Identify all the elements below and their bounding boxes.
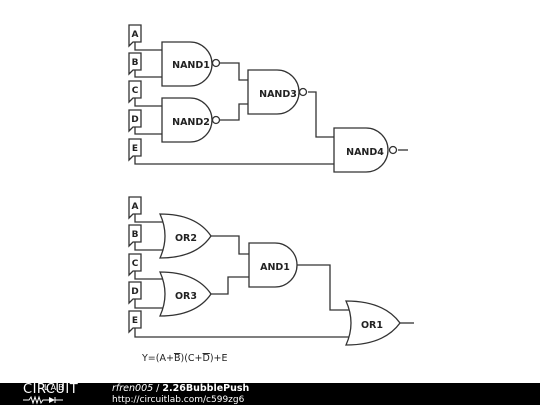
gate-label: OR3 [175,291,197,302]
expr-d-overlined: D [203,353,210,364]
input-label: C [132,259,139,269]
input-label: A [132,30,139,40]
or2-gate[interactable]: OR2 [158,213,212,259]
wire-nand3-out [308,91,334,138]
gate-label: NAND4 [346,147,384,158]
input-tag-a-bottom[interactable]: A [128,196,142,220]
footer-bar: CIRCUIT LAB rfren005 / 2.26BubblePush ht… [0,383,540,405]
input-label: B [132,230,139,240]
input-label: D [131,287,138,297]
wire-b-bottom [134,242,165,251]
and1-gate[interactable]: AND1 [248,242,298,288]
wire-e-top [134,156,334,165]
wire-b-top [134,70,162,78]
expr-plus-1: + [166,353,174,364]
input-tag-c-bottom[interactable]: C [128,253,142,277]
or-and-circuit: A B C D E OR2 OR3 AND1 [128,196,414,346]
credit-separator: / [153,383,163,394]
circuit-title[interactable]: 2.26BubblePush [162,383,250,394]
wire-c-bottom [134,271,165,280]
input-tag-c-top[interactable]: C [128,80,142,104]
author-link[interactable]: rfren005 [112,383,154,394]
input-tag-d-top[interactable]: D [128,109,142,133]
expr-prefix: Y=( [141,353,159,364]
gate-label: NAND2 [172,117,210,128]
input-tag-e-top[interactable]: E [128,138,142,162]
nand3-gate[interactable]: NAND3 [247,69,308,115]
boolean-expression: Y=(A+B)(C+D)+E [141,353,228,364]
expr-plus-2: + [195,353,203,364]
circuitlab-logo-text: CIRCUIT [23,382,79,397]
svg-text:Y=(A+B)(C+D)+E: Y=(A+B)(C+D)+E [141,353,228,364]
circuitlab-logo-icon [23,395,63,405]
wire-or3-out [211,276,249,295]
expr-suffix: )+E [210,353,228,364]
schematic-canvas: A B C D E NAND1 NAND2 [128,24,414,364]
input-tag-b-bottom[interactable]: B [128,224,142,248]
wire-a-top [134,42,162,51]
expr-b-overlined: B [174,353,181,364]
nand4-gate[interactable]: NAND4 [333,127,398,173]
wire-nand1-out [220,62,248,81]
expr-a: A [159,353,166,364]
input-label: A [132,202,139,212]
circuit-url-link[interactable]: http://circuitlab.com/c599zg6 [112,395,245,405]
nand1-gate[interactable]: NAND1 [161,41,221,87]
input-tag-d-bottom[interactable]: D [128,281,142,305]
nand-circuit: A B C D E NAND1 NAND2 [128,24,408,173]
expr-mid: )( [180,353,187,364]
gate-label: OR1 [361,320,383,331]
input-label: C [132,86,139,96]
or3-gate[interactable]: OR3 [158,271,212,317]
gate-label: NAND3 [259,89,297,100]
wire-d-top [134,127,162,135]
gate-label: NAND1 [172,60,210,71]
input-label: E [132,144,138,154]
input-tag-e-bottom[interactable]: E [128,310,142,334]
wire-a-bottom [134,214,165,223]
input-label: D [131,115,138,125]
logo-lab-text: LAB [44,383,66,392]
wire-nand2-out [220,103,248,121]
wire-c-top [134,98,162,107]
input-label: E [132,316,138,326]
wire-or2-out [211,235,249,255]
gate-label: AND1 [260,262,290,273]
wire-and1-out [297,264,352,311]
input-label: B [132,58,139,68]
nand2-gate[interactable]: NAND2 [161,97,221,143]
gate-label: OR2 [175,233,197,244]
credit-line: rfren005 / 2.26BubblePush [112,384,249,394]
input-tag-a-top[interactable]: A [128,24,142,48]
wire-d-bottom [134,299,165,309]
input-tag-b-top[interactable]: B [128,52,142,76]
wire-e-bottom [134,328,352,338]
expr-c: C [188,353,195,364]
or1-gate[interactable]: OR1 [344,300,401,346]
